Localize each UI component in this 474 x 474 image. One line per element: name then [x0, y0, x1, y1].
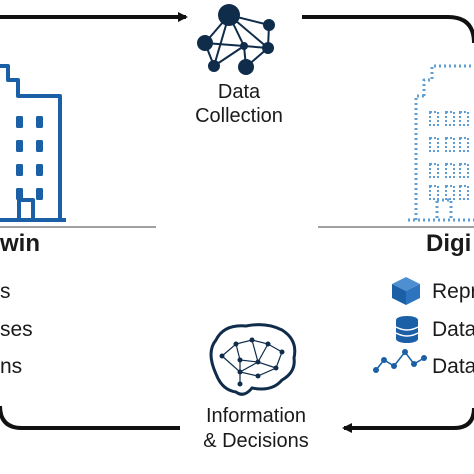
left-panel-title: win — [0, 230, 40, 257]
dotted-building-window — [445, 111, 455, 126]
data-collection-label: Data Collection — [168, 80, 310, 128]
building-window — [16, 116, 23, 128]
right-item-1: Repr — [432, 280, 474, 303]
left-item-3: ns — [0, 355, 23, 378]
dotted-building-window — [459, 137, 469, 152]
dotted-building-window — [459, 111, 469, 126]
bottom-left-connector — [0, 405, 180, 430]
dotted-building-window — [459, 185, 469, 200]
building-window — [36, 164, 43, 176]
line-network-icon — [373, 349, 427, 373]
data-collection-line2: Collection — [195, 105, 283, 127]
dotted-building-window — [445, 137, 455, 152]
dotted-building-window — [429, 163, 439, 178]
dotted-building-window — [445, 185, 455, 200]
right-item-3: Data — [432, 355, 474, 378]
data-collection-line1: Data — [217, 81, 261, 103]
building-window — [36, 116, 43, 128]
info-decisions-line1: Information — [205, 405, 307, 427]
cube-icon — [392, 277, 420, 305]
info-decisions-label: Information & Decisions — [170, 404, 342, 454]
dotted-building-window — [445, 163, 455, 178]
database-icon — [395, 316, 419, 343]
building-window — [16, 140, 23, 152]
building-window — [16, 164, 23, 176]
right-panel-title: Digi — [426, 230, 472, 257]
left-item-2: ses — [0, 318, 33, 341]
building-window — [16, 188, 23, 200]
building-window — [36, 188, 43, 200]
dotted-building-window — [429, 111, 439, 126]
dotted-building-window — [459, 163, 469, 178]
dotted-building-window — [429, 137, 439, 152]
dotted-building-window — [429, 185, 439, 200]
left-item-1: s — [0, 280, 11, 303]
info-decisions-line2: & Decisions — [203, 430, 309, 452]
right-item-2: Data — [432, 318, 474, 341]
building-window — [36, 140, 43, 152]
